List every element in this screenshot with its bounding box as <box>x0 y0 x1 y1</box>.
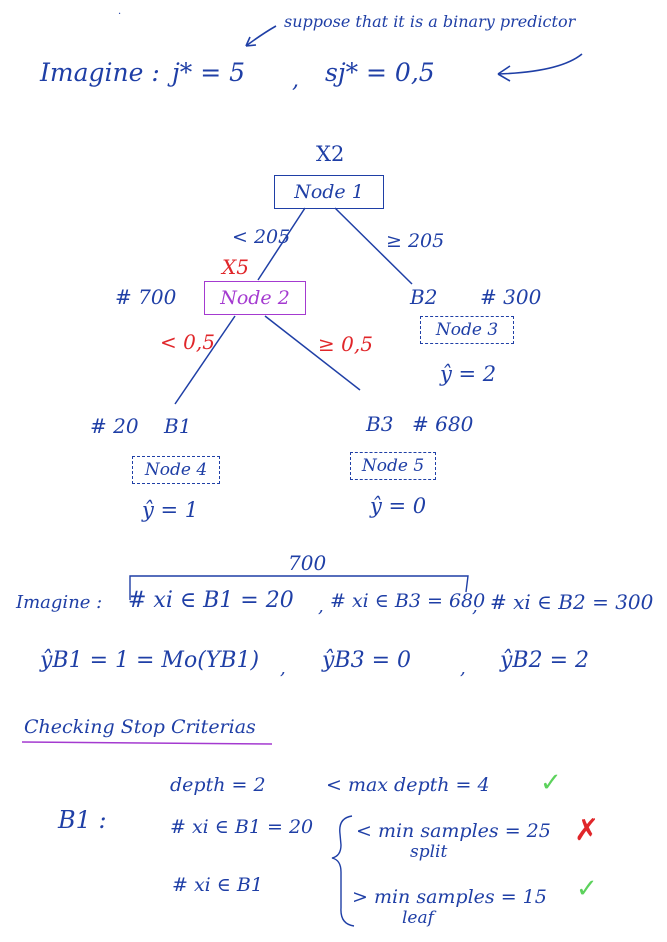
node-2-count: # 700 <box>115 285 177 309</box>
stray-dot: · <box>118 9 122 20</box>
right-edge-label: ≥ 205 <box>386 230 445 252</box>
prediction-sep-2: , <box>460 658 466 679</box>
imagine-label: Imagine : <box>40 58 160 87</box>
node-4-prediction: ŷ = 1 <box>142 498 199 522</box>
left-edge-label: < 205 <box>232 226 291 248</box>
edge-node1-node2 <box>257 207 306 281</box>
b1-label: B1 <box>164 414 192 438</box>
node-4: Node 4 <box>132 456 220 484</box>
b2-label: B2 <box>410 285 438 309</box>
node-2-right-label: ≥ 0,5 <box>318 332 373 356</box>
node-5-prediction: ŷ = 0 <box>370 494 427 518</box>
b3-count: # 680 <box>412 412 474 436</box>
root-variable: X2 <box>316 142 345 166</box>
checking-underline <box>21 741 273 745</box>
sj-arrow-head <box>497 65 511 82</box>
node-3: Node 3 <box>420 316 514 344</box>
b3-label: B3 <box>366 412 394 436</box>
min-samples-split: < min samples = 25 <box>356 820 551 842</box>
max-depth: < max depth = 4 <box>326 774 490 796</box>
node-5-label: Node 5 <box>361 456 425 476</box>
count-b2: # xi ∈ B2 = 300 <box>490 590 654 614</box>
note-arrow-head <box>245 36 257 47</box>
count-b1: # xi ∈ B1 = 20 <box>128 588 294 613</box>
checking-title: Checking Stop Criterias <box>24 716 256 738</box>
leaf-word: leaf <box>402 908 434 928</box>
node-1-label: Node 1 <box>294 181 364 203</box>
check-icon-depth: ✓ <box>540 768 562 798</box>
edge-node1-b2 <box>334 207 413 285</box>
b1-count: # 20 <box>90 414 139 438</box>
split-word: split <box>410 842 448 862</box>
total-bracket <box>129 575 469 600</box>
depth-value: depth = 2 <box>170 774 266 796</box>
prediction-b1: ŷB1 = 1 = Mo(YB1) <box>40 648 260 673</box>
total-count: 700 <box>288 551 327 575</box>
node-4-label: Node 4 <box>144 460 208 480</box>
node-2-variable: X5 <box>222 255 249 279</box>
node-3-label: Node 3 <box>435 320 499 340</box>
edge-node2-b3 <box>264 315 361 391</box>
cross-icon: ✗ <box>574 813 600 848</box>
check-icon-leaf: ✓ <box>576 874 598 904</box>
node-5: Node 5 <box>350 452 436 480</box>
node-2: Node 2 <box>204 281 306 315</box>
prediction-b3: ŷB3 = 0 <box>322 648 412 673</box>
count-b3: # xi ∈ B3 = 680 <box>330 590 486 612</box>
edge-node2-b1 <box>174 315 236 405</box>
imagine2-sep-1: , <box>318 596 324 617</box>
criteria-brace <box>331 815 355 927</box>
note-text: suppose that it is a binary predictor <box>284 12 576 31</box>
s-j-star-value: sj* = 0,5 <box>325 58 435 87</box>
header-comma: , <box>292 68 299 93</box>
b2-count: # 300 <box>480 285 542 309</box>
sj-arrow <box>497 53 583 75</box>
imagine2-label: Imagine : <box>16 592 103 613</box>
imagine2-sep-2: , <box>472 596 478 617</box>
count-split: # xi ∈ B1 = 20 <box>170 816 314 838</box>
min-samples-leaf: > min samples = 15 <box>352 886 547 908</box>
node-2-label: Node 2 <box>220 287 290 309</box>
node-3-prediction: ŷ = 2 <box>440 362 497 386</box>
node-1: Node 1 <box>274 175 384 209</box>
node-2-left-label: < 0,5 <box>160 330 215 354</box>
note-arrow <box>245 25 277 47</box>
prediction-sep-1: , <box>280 658 286 679</box>
count-leaf: # xi ∈ B1 <box>172 874 263 896</box>
j-star-value: j* = 5 <box>172 58 245 87</box>
checking-b1-label: B1 : <box>58 806 107 834</box>
prediction-b2: ŷB2 = 2 <box>500 648 590 673</box>
